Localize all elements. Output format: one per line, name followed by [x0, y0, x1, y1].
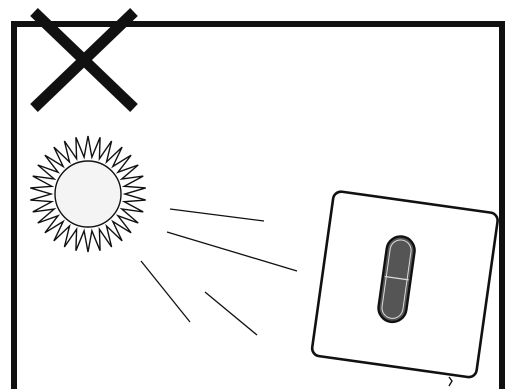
light-ray [204, 291, 258, 336]
x-mark-icon [30, 8, 138, 112]
sun-disc [54, 160, 122, 228]
outer-frame [11, 21, 505, 389]
sun-icon [30, 135, 146, 253]
light-ray [169, 208, 265, 222]
capsule-divider [384, 275, 409, 281]
capsule-inner-outline [381, 239, 412, 319]
light-ray [140, 260, 191, 323]
corner-tick [448, 376, 453, 387]
capsule-body [377, 235, 416, 324]
capsule-icon [377, 235, 416, 324]
light-ray [166, 231, 298, 272]
light-rays [140, 208, 298, 336]
blister-pack-icon [310, 190, 499, 379]
